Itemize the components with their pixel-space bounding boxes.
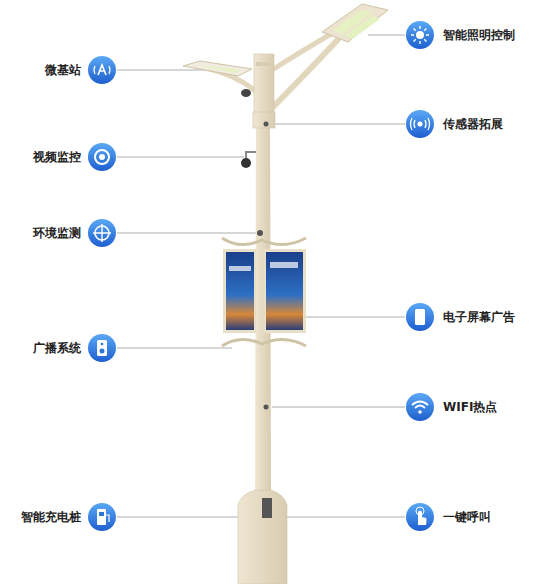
feature-label: WIFI热点 [443, 400, 497, 414]
feature-label: 微基站 [45, 63, 81, 77]
feature-icons [88, 21, 434, 531]
feature-label: 视频监控 [33, 150, 81, 164]
feature-label: 智能照明控制 [443, 28, 515, 42]
feature-label: 一键呼叫 [443, 510, 491, 524]
feature-label: 智能充电桩 [21, 510, 81, 524]
feature-label: 电子屏幕广告 [443, 310, 515, 324]
feature-label: 环境监测 [33, 226, 81, 240]
leader-lines [117, 35, 405, 517]
feature-label: 传感器拓展 [443, 117, 503, 131]
feature-label: 广播系统 [33, 341, 81, 355]
